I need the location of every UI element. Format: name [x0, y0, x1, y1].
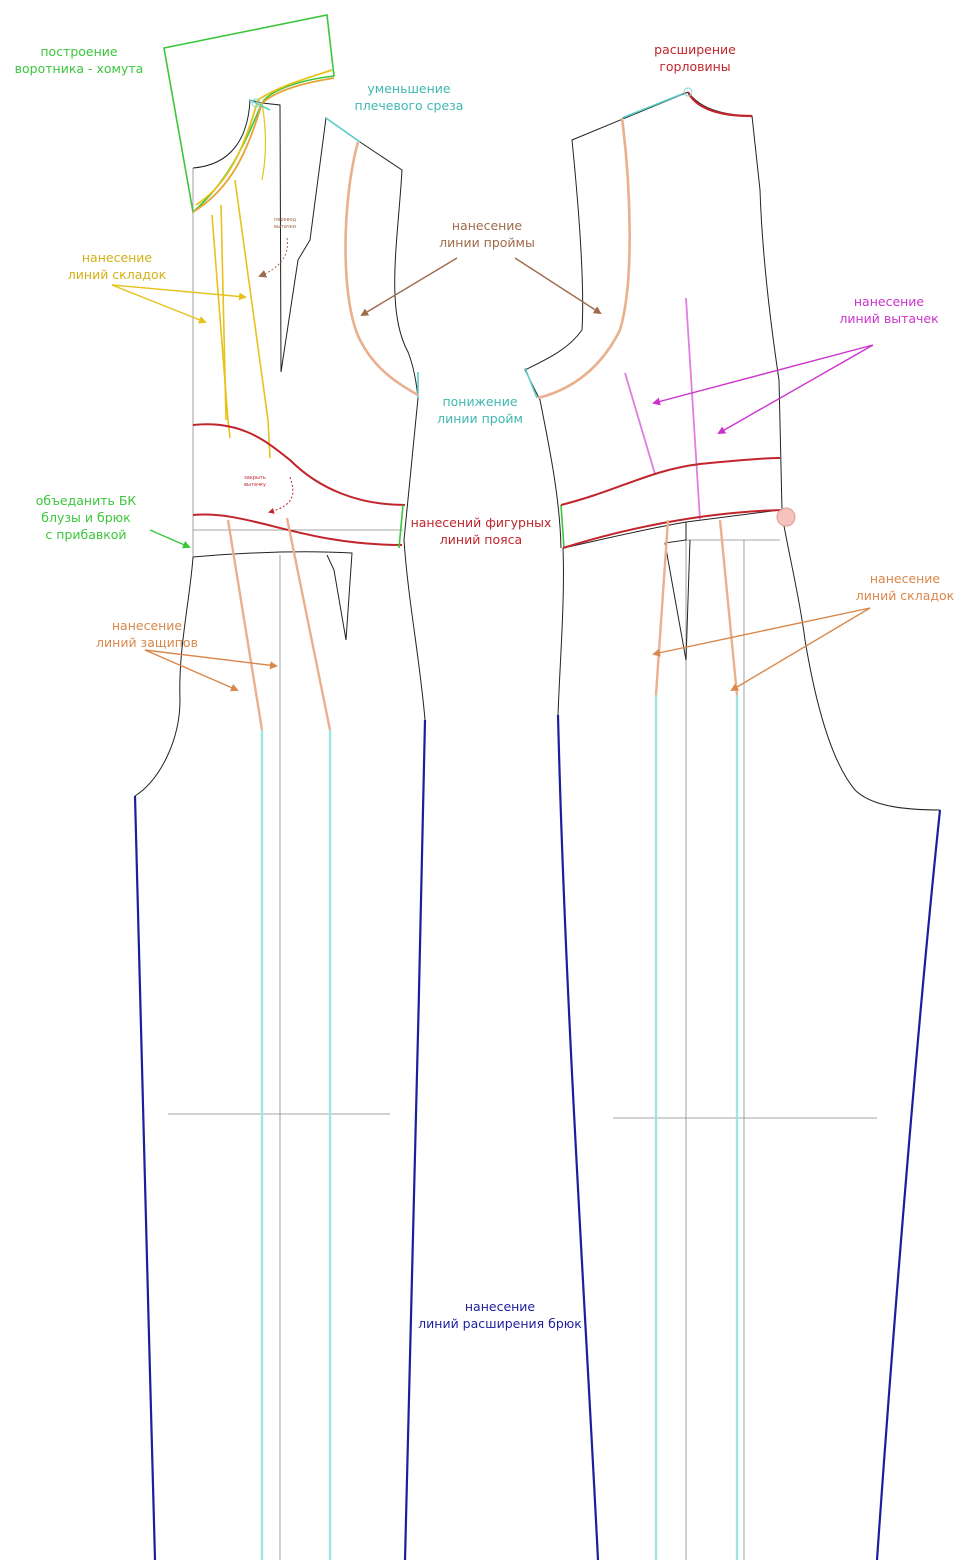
label-close-dart: закрыть вытачку	[244, 475, 266, 488]
label-transfer-line2: вытачки	[274, 224, 296, 230]
guide-lines	[168, 168, 877, 1560]
label-tucks-line2: линий защипов	[96, 635, 198, 650]
label-waist-line2: линий пояса	[440, 532, 522, 547]
armhole-right	[537, 117, 631, 400]
trouser-widening-left	[133, 719, 427, 1561]
dart-lines-right	[624, 297, 701, 521]
label-collar-line2: воротника - хомута	[15, 61, 144, 76]
label-join-line2: блузы и брюк	[41, 510, 131, 525]
annotation-arrows	[111, 237, 874, 692]
label-pleats-top-line1: нанесение	[82, 250, 153, 265]
tuck-lines-right	[654, 519, 739, 696]
shoulder-lines-right	[524, 93, 683, 399]
label-transfer: перевод вытачки	[274, 217, 297, 230]
collar-curves	[192, 69, 335, 213]
label-armhole-line2: линии проймы	[439, 235, 535, 250]
neckline-right	[683, 87, 753, 118]
label-shoulder-line2: плечевого среза	[355, 98, 464, 113]
label-join-line1: объеданить БК	[36, 493, 137, 508]
label-collar-line1: построение	[40, 44, 118, 59]
label-pleats-right: нанесение линий складок	[856, 571, 955, 603]
label-armhole-lower-line2: линии пройм	[437, 411, 523, 426]
label-trousers-line2: линий расширения брюк	[418, 1316, 582, 1331]
label-pleats-top: нанесение линий складок	[68, 250, 167, 282]
label-darts-line1: нанесение	[854, 294, 925, 309]
label-neckline: расширение горловины	[654, 42, 736, 74]
label-pleats-top-line2: линий складок	[68, 267, 167, 282]
label-close-dart-line1: закрыть	[244, 475, 266, 481]
label-trousers: нанесение линий расширения брюк	[418, 1299, 582, 1331]
label-shoulder-line1: уменьшение	[367, 81, 450, 96]
label-pleats-right-line2: линий складок	[856, 588, 955, 603]
label-join: объеданить БК блузы и брюк с прибавкой	[36, 493, 137, 542]
label-armhole-lower: понижение линии пройм	[437, 394, 523, 426]
label-join-line3: с прибавкой	[45, 527, 126, 542]
label-tucks-line1: нанесение	[112, 618, 183, 633]
trouser-lines-right	[654, 695, 739, 1560]
label-neckline-line2: горловины	[659, 59, 730, 74]
label-armhole: нанесение линии проймы	[439, 218, 535, 250]
label-darts: нанесение линий вытачек	[839, 294, 939, 326]
label-tucks: нанесение линий защипов	[96, 618, 198, 650]
trouser-widening-right	[556, 714, 942, 1561]
pleat-lines-left	[211, 179, 271, 459]
label-darts-line2: линий вытачек	[839, 311, 939, 326]
waist-lines-left	[192, 423, 406, 546]
label-armhole-lower-line1: понижение	[442, 394, 517, 409]
armhole-left	[344, 141, 419, 397]
label-pleats-right-line1: нанесение	[870, 571, 941, 586]
label-armhole-line1: нанесение	[452, 218, 523, 233]
label-waist-line1: нанесений фигурных	[411, 515, 552, 530]
waist-ticks	[398, 504, 565, 549]
waist-lines-right	[560, 457, 783, 549]
waist-point-marker	[776, 507, 796, 527]
label-trousers-line1: нанесение	[465, 1299, 536, 1314]
label-collar: построение воротника - хомута	[15, 44, 144, 76]
tuck-lines-left	[226, 517, 332, 731]
trouser-lines-left	[260, 730, 332, 1560]
shoulder-lines-left	[249, 98, 419, 398]
label-close-dart-line2: вытачку	[244, 482, 266, 488]
label-neckline-line1: расширение	[654, 42, 736, 57]
label-waist: нанесений фигурных линий пояса	[411, 515, 552, 547]
label-transfer-line1: перевод	[274, 217, 297, 223]
label-shoulder: уменьшение плечевого среза	[355, 81, 464, 113]
